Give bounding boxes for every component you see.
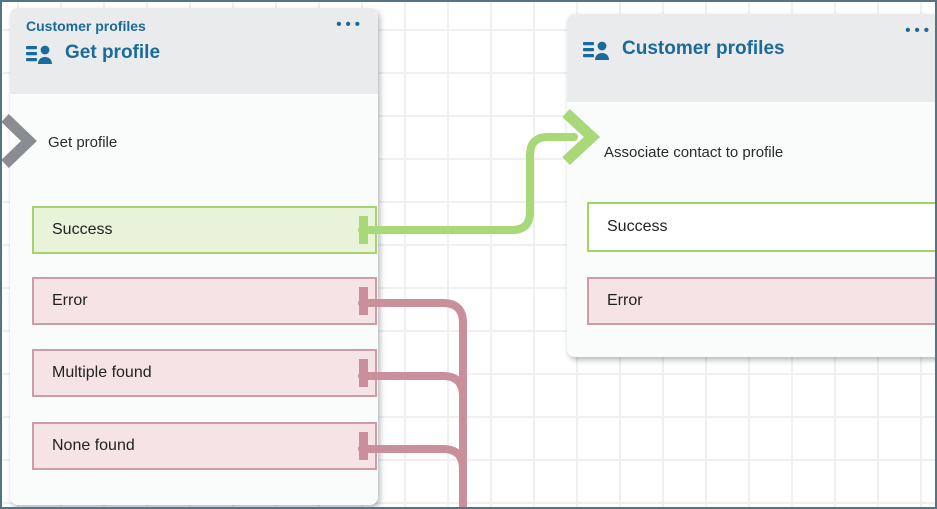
branch-success: Success (32, 206, 377, 254)
branch-label: Success (607, 218, 668, 235)
step-label: Get profile (48, 133, 118, 151)
branch-label: Multiple found (52, 364, 152, 381)
branch-multiple-found: Multiple found (32, 349, 377, 397)
flow-block-associate-contact[interactable]: ••• Customer profiles Assoc (567, 14, 935, 357)
branch-error: Error (587, 277, 935, 325)
customer-profiles-icon (26, 43, 53, 64)
block-header: ••• Customer profiles (567, 14, 935, 102)
connection-success-wire[interactable] (358, 133, 578, 234)
block-header: Customer profiles ••• Get profile (10, 8, 378, 94)
block-menu-icon[interactable]: ••• (336, 16, 364, 33)
branch-label: Success (52, 221, 113, 238)
branch-label: Error (607, 292, 643, 309)
branch-label: Error (52, 292, 88, 309)
branch-none-found: None found (32, 422, 377, 470)
output-connector-none-found[interactable] (359, 432, 368, 460)
block-title: Customer profiles (622, 38, 785, 59)
branch-label: None found (52, 437, 135, 454)
branch-success: Success (587, 202, 935, 252)
output-connector-error[interactable] (359, 287, 368, 315)
customer-profiles-icon (583, 39, 610, 60)
step-label: Associate contact to profile (604, 143, 784, 161)
output-connector-success[interactable] (359, 216, 368, 244)
block-category-label: Customer profiles (26, 18, 146, 34)
branch-error: Error (32, 277, 377, 325)
output-connector-multiple-found[interactable] (359, 359, 368, 387)
block-title: Get profile (65, 42, 161, 63)
block-menu-icon[interactable]: ••• (905, 22, 933, 39)
flow-block-get-profile[interactable]: Customer profiles ••• Get profile (10, 8, 378, 505)
